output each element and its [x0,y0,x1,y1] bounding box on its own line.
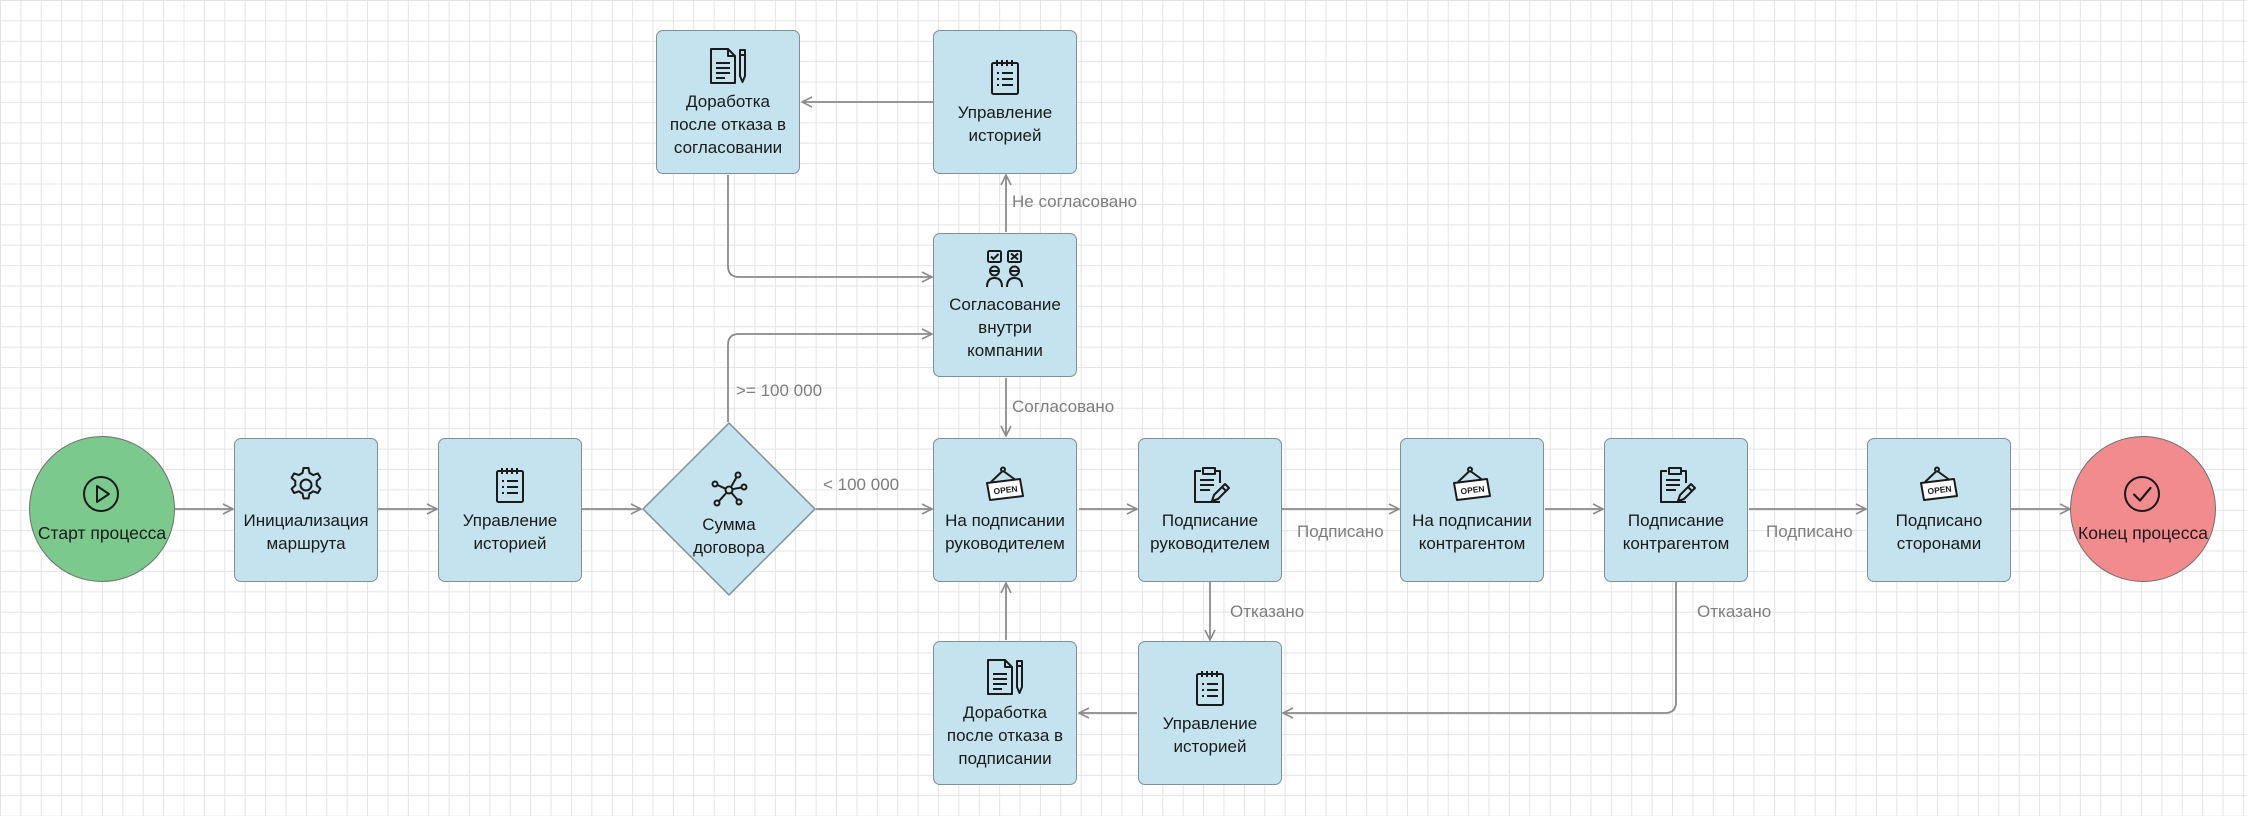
task-init-route-label: Инициализация маршрута [243,511,369,553]
svg-text:OPEN: OPEN [1460,484,1485,497]
notepad-list-icon [985,57,1025,97]
edge-label-refused-1: Отказано [1230,602,1304,621]
edge-label-lt-100000: < 100 000 [823,475,899,494]
clipboard-pen-icon [1656,465,1696,505]
edge-label-signed-2: Подписано [1766,522,1853,541]
task-manager-sign[interactable]: Подписание руководителем [1138,438,1282,582]
task-manager-sign-label: Подписание руководителем [1150,511,1270,553]
svg-text:OPEN: OPEN [993,484,1018,497]
check-circle-icon [2122,474,2164,516]
start-event-label: Старт процесса [37,522,167,543]
edge-counterparty-sign-to-history-bottom[interactable] [1283,582,1677,713]
gateway-content: Сумма договора [641,421,817,597]
end-event[interactable]: Конец процесса [2070,436,2216,582]
task-counterparty-sign-label: Подписание контрагентом [1622,511,1730,553]
task-signed-parties-label: Подписано сторонами [1895,511,1983,553]
start-event[interactable]: Старт процесса [29,436,175,582]
open-sign-icon: OPEN [985,465,1025,505]
edge-label-refused-2: Отказано [1697,602,1771,621]
task-rework-approval[interactable]: Доработка после отказа в согласовании [656,30,800,174]
task-history-1-label: Управление историей [462,511,558,553]
open-sign-icon: OPEN [1452,465,1492,505]
edge-sum-to-approval[interactable] [727,334,932,422]
task-counterparty-sign[interactable]: Подписание контрагентом [1604,438,1748,582]
task-history-bottom-label: Управление историей [1162,714,1258,756]
task-history-bottom[interactable]: Управление историей [1138,641,1282,785]
network-nodes-icon [709,469,749,509]
task-init-route[interactable]: Инициализация маршрута [234,438,378,582]
document-pencil-icon [708,46,748,86]
gateway-contract-sum[interactable]: Сумма договора [641,421,817,597]
document-pencil-icon [985,657,1025,697]
gateway-contract-sum-label: Сумма договора [693,515,765,557]
task-pending-manager-label: На подписании руководителем [945,511,1065,553]
edge-label-signed-1: Подписано [1297,522,1384,541]
edge-rework-to-approval[interactable] [727,175,932,277]
task-pending-counterparty-label: На подписании контрагентом [1412,511,1532,553]
open-sign-icon: OPEN [1919,465,1959,505]
gear-icon [286,465,326,505]
task-signed-parties[interactable]: OPEN Подписано сторонами [1867,438,2011,582]
svg-text:OPEN: OPEN [1927,484,1952,497]
notepad-list-icon [1190,668,1230,708]
edge-label-approved: Согласовано [1012,397,1114,416]
task-history-top[interactable]: Управление историей [933,30,1077,174]
task-rework-sign[interactable]: Доработка после отказа в подписании [933,641,1077,785]
end-event-label: Конец процесса [2078,522,2208,543]
gateway-diamond-shape [642,422,816,596]
task-pending-counterparty[interactable]: OPEN На подписании контрагентом [1400,438,1544,582]
task-pending-manager[interactable]: OPEN На подписании руководителем [933,438,1077,582]
clipboard-pen-icon [1190,465,1230,505]
task-history-top-label: Управление историей [957,103,1053,145]
edge-label-gte-100000: >= 100 000 [736,381,822,400]
edge-label-not-approved: Не согласовано [1012,192,1137,211]
approval-voters-icon [985,249,1025,289]
task-history-1[interactable]: Управление историей [438,438,582,582]
task-approval-label: Согласование внутри компании [949,294,1061,360]
task-rework-approval-label: Доработка после отказа в согласовании [669,91,787,157]
notepad-list-icon [490,465,530,505]
task-approval[interactable]: Согласование внутри компании [933,233,1077,377]
task-rework-sign-label: Доработка после отказа в подписании [946,702,1064,768]
play-circle-icon [81,474,123,516]
